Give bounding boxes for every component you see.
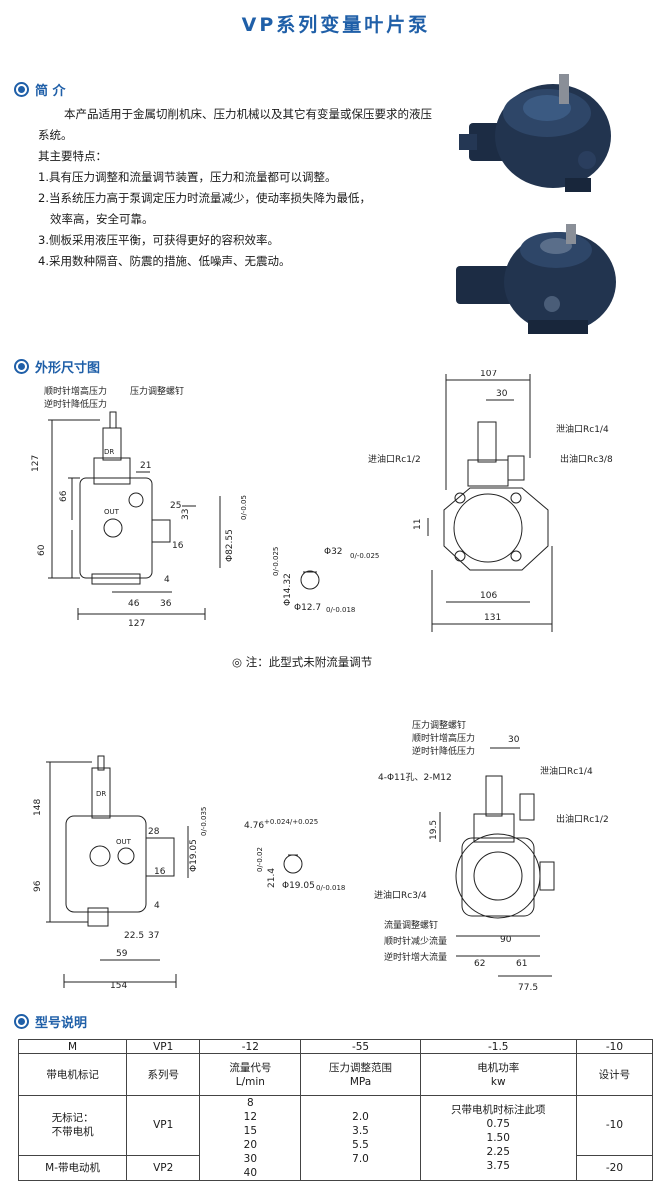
svg-text:61: 61	[516, 959, 527, 969]
svg-text:流量调整螺钉: 流量调整螺钉	[384, 919, 438, 931]
svg-text:0/-0.035: 0/-0.035	[200, 807, 208, 836]
svg-text:4: 4	[154, 901, 160, 911]
svg-text:77.5: 77.5	[518, 983, 538, 993]
section-model: 型号说明	[14, 1012, 87, 1031]
dimension-drawing-1: 顺时针增高压力 逆时针降低压力 压力调整螺钉 DR OUT 127 66 60 …	[31, 370, 613, 632]
label-ccw-decrease: 逆时针降低压力	[44, 398, 107, 410]
svg-text:出油口Rc3/8: 出油口Rc3/8	[560, 453, 613, 465]
svg-text:96: 96	[33, 880, 43, 892]
svg-text:127: 127	[128, 619, 145, 629]
svg-text:泄油口Rc1/4: 泄油口Rc1/4	[556, 423, 609, 435]
svg-text:25: 25	[170, 501, 181, 511]
svg-text:进油口Rc1/2: 进油口Rc1/2	[368, 453, 421, 465]
svg-text:Φ82.55: Φ82.55	[225, 529, 235, 562]
svg-text:Φ12.7: Φ12.7	[294, 603, 321, 613]
svg-text:Φ32: Φ32	[324, 547, 343, 557]
svg-text:30: 30	[508, 735, 520, 745]
intro-text: 本产品适用于金属切削机床、压力机械以及其它有变量或保压要求的液压系统。 其主要特…	[38, 107, 432, 268]
page-title: VP系列变量叶片泵	[241, 14, 431, 36]
svg-text:0/-0.025: 0/-0.025	[272, 547, 280, 576]
svg-text:106: 106	[480, 591, 497, 601]
svg-text:Φ14.32: Φ14.32	[283, 573, 293, 606]
svg-text:11: 11	[413, 519, 423, 530]
svg-text:28: 28	[148, 827, 160, 837]
svg-text:46: 46	[128, 599, 140, 609]
svg-text:泄油口Rc1/4: 泄油口Rc1/4	[540, 765, 593, 777]
svg-text:4-Φ11孔、2-M12: 4-Φ11孔、2-M12	[378, 772, 452, 783]
table-row: M-带电动机 VP2 -20	[17, 1154, 654, 1181]
svg-text:进油口Rc3/4: 进油口Rc3/4	[374, 889, 427, 901]
svg-text:顺时针减少流量: 顺时针减少流量	[384, 935, 447, 947]
svg-text:131: 131	[484, 613, 501, 623]
circle-bullet-icon	[14, 1014, 29, 1029]
svg-text:59: 59	[116, 949, 128, 959]
svg-text:压力调整螺钉: 压力调整螺钉	[412, 719, 466, 731]
svg-text:154: 154	[110, 981, 127, 991]
svg-text:0/-0.025: 0/-0.025	[350, 552, 379, 560]
svg-text:OUT: OUT	[116, 838, 132, 846]
svg-text:0/-0.05: 0/-0.05	[240, 495, 248, 520]
svg-text:4.76: 4.76	[244, 821, 264, 831]
svg-text:0/-0.018: 0/-0.018	[316, 884, 345, 892]
svg-text:DR: DR	[104, 448, 114, 456]
svg-text:16: 16	[154, 867, 166, 877]
svg-text:顺时针增高压力: 顺时针增高压力	[412, 732, 475, 744]
circle-bullet-icon	[14, 82, 29, 97]
svg-text:0/-0.02: 0/-0.02	[256, 847, 264, 872]
svg-text:Φ19.05: Φ19.05	[189, 839, 199, 872]
pump-photo-bottom	[456, 224, 616, 334]
svg-text:出油口Rc1/2: 出油口Rc1/2	[556, 813, 609, 825]
svg-text:33: 33	[181, 509, 191, 520]
svg-text:+0.024/+0.025: +0.024/+0.025	[264, 818, 318, 826]
svg-text:DR: DR	[96, 790, 106, 798]
section-intro: 简 介	[14, 80, 66, 99]
svg-text:127: 127	[31, 455, 41, 472]
dimension-drawing-2: DR OUT 148 96 28 16 4 22.5 37 59 154 Φ19…	[33, 719, 609, 993]
circle-bullet-icon	[14, 359, 29, 374]
svg-text:0/-0.018: 0/-0.018	[326, 606, 355, 614]
svg-text:62: 62	[474, 959, 485, 969]
section-dimensions: 外形尺寸图	[14, 357, 100, 376]
svg-text:逆时针增大流量: 逆时针增大流量	[384, 951, 447, 963]
svg-text:4: 4	[164, 575, 170, 585]
svg-text:90: 90	[500, 935, 512, 945]
svg-text:22.5: 22.5	[124, 931, 144, 941]
svg-text:30: 30	[496, 389, 508, 399]
svg-text:60: 60	[37, 544, 47, 556]
svg-text:19.5: 19.5	[429, 820, 439, 840]
svg-text:OUT: OUT	[104, 508, 120, 516]
svg-text:148: 148	[33, 799, 43, 816]
svg-text:逆时针降低压力: 逆时针降低压力	[412, 745, 475, 757]
svg-text:16: 16	[172, 541, 184, 551]
label-pressure-screw: 压力调整螺钉	[130, 385, 184, 397]
label-cw-increase: 顺时针增高压力	[44, 385, 107, 397]
svg-text:36: 36	[160, 599, 172, 609]
svg-text:107: 107	[480, 370, 497, 379]
svg-text:66: 66	[59, 490, 69, 502]
svg-text:Φ19.05: Φ19.05	[282, 881, 315, 891]
svg-text:37: 37	[148, 931, 159, 941]
pump-photo-top	[459, 74, 611, 192]
note-text: ◎ 注：此型式未附流量调节	[232, 655, 373, 669]
svg-text:21.4: 21.4	[267, 868, 277, 888]
svg-text:21: 21	[140, 461, 151, 471]
